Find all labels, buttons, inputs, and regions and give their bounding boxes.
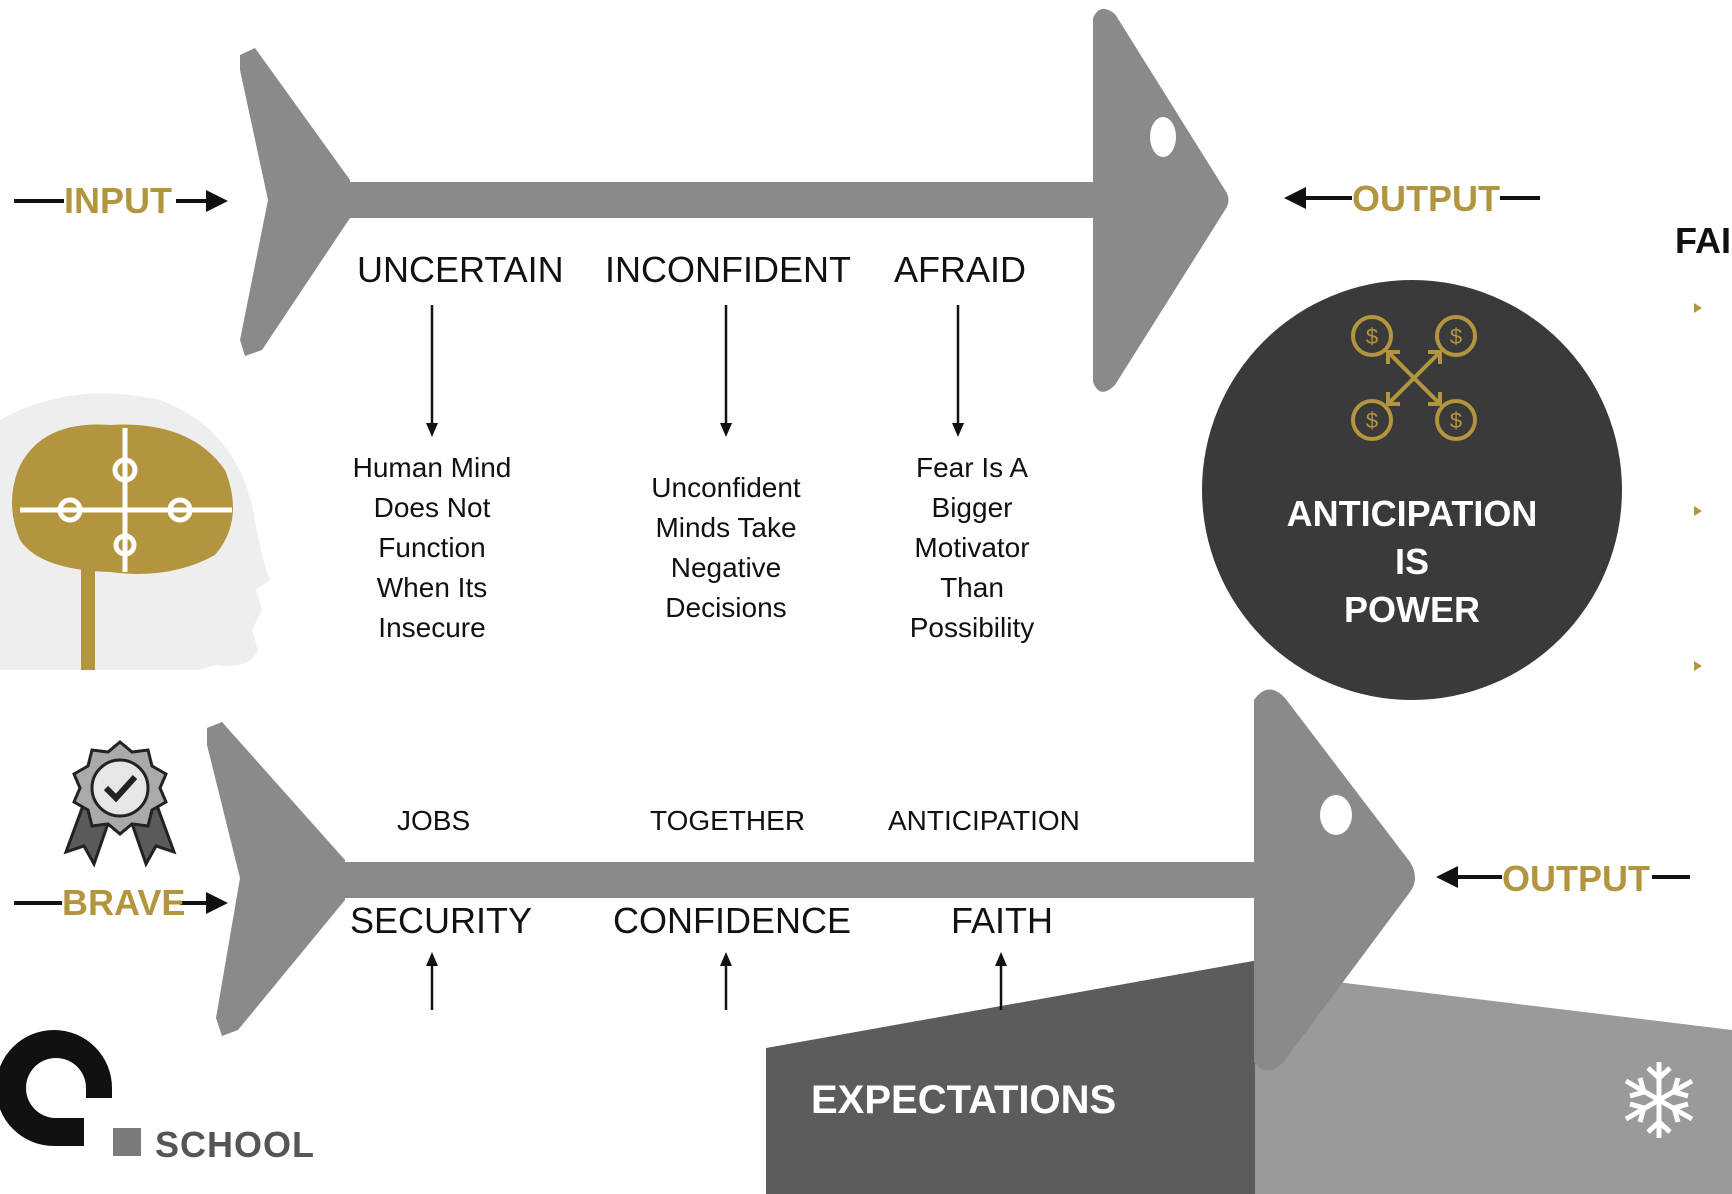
bottom-fish-spine [330,862,1270,898]
logo-mark-icon [0,1030,141,1156]
bottom-fish-tail [207,722,345,1036]
label-anticipation: ANTICIPATION [888,805,1080,836]
top-fish-eye [1150,117,1176,157]
top-cause-arrows [426,305,964,437]
svg-text:$: $ [1366,408,1378,433]
effect-fear: Fear Is A Bigger Motivator Than Possibil… [909,452,1035,643]
award-badge-icon [63,740,177,868]
expectations-label: EXPECTATIONS [811,1078,1117,1122]
edge-heading: FAI [1675,220,1732,261]
bottom-fish-eye [1320,795,1352,835]
effect-unconfident-minds: Unconfident Minds Take Negative Decision… [651,472,801,623]
top-fish-tail [240,48,350,356]
top-fishbone [240,8,1229,392]
output-label-top: OUTPUT [1352,178,1500,219]
bottom-cause-arrows [426,952,1007,1010]
input-label: INPUT [64,180,172,221]
svg-text:$: $ [1450,324,1462,349]
expectations-block-light [1255,972,1732,1194]
expectations-block-dark [766,958,1270,1194]
brave-label: BRAVE [62,882,186,923]
cause-inconfident: INCONFIDENT [605,249,851,290]
snowflake-icon [1624,1062,1694,1138]
anticipation-is-power-text: ANTICIPATION IS POWER [1286,493,1538,630]
svg-text:$: $ [1450,408,1462,433]
anticipation-circle [1202,280,1622,700]
bottom-fishbone [207,689,1415,1071]
cause-security: SECURITY [350,900,533,941]
label-jobs: JOBS [397,805,471,836]
cause-afraid: AFRAID [894,249,1027,290]
top-fish-spine [330,182,1110,218]
effect-human-mind: Human Mind Does Not Function When Its In… [352,452,512,643]
flow-arrows [14,187,1690,914]
brain-puzzle-head-icon [0,393,270,670]
bullet-triangle-icon [1694,303,1702,671]
cause-uncertain: UNCERTAIN [357,249,564,290]
svg-text:$: $ [1366,324,1378,349]
output-label-bottom: OUTPUT [1502,858,1650,899]
logo-school-text: SCHOOL [155,1124,316,1165]
cause-faith: FAITH [951,900,1054,941]
top-fish-head [1093,8,1229,392]
money-network-icon: $ $ $ $ [1351,315,1477,441]
bottom-fish-head [1254,689,1415,1071]
cause-confidence: CONFIDENCE [613,900,852,941]
label-together: TOGETHER [650,805,806,836]
